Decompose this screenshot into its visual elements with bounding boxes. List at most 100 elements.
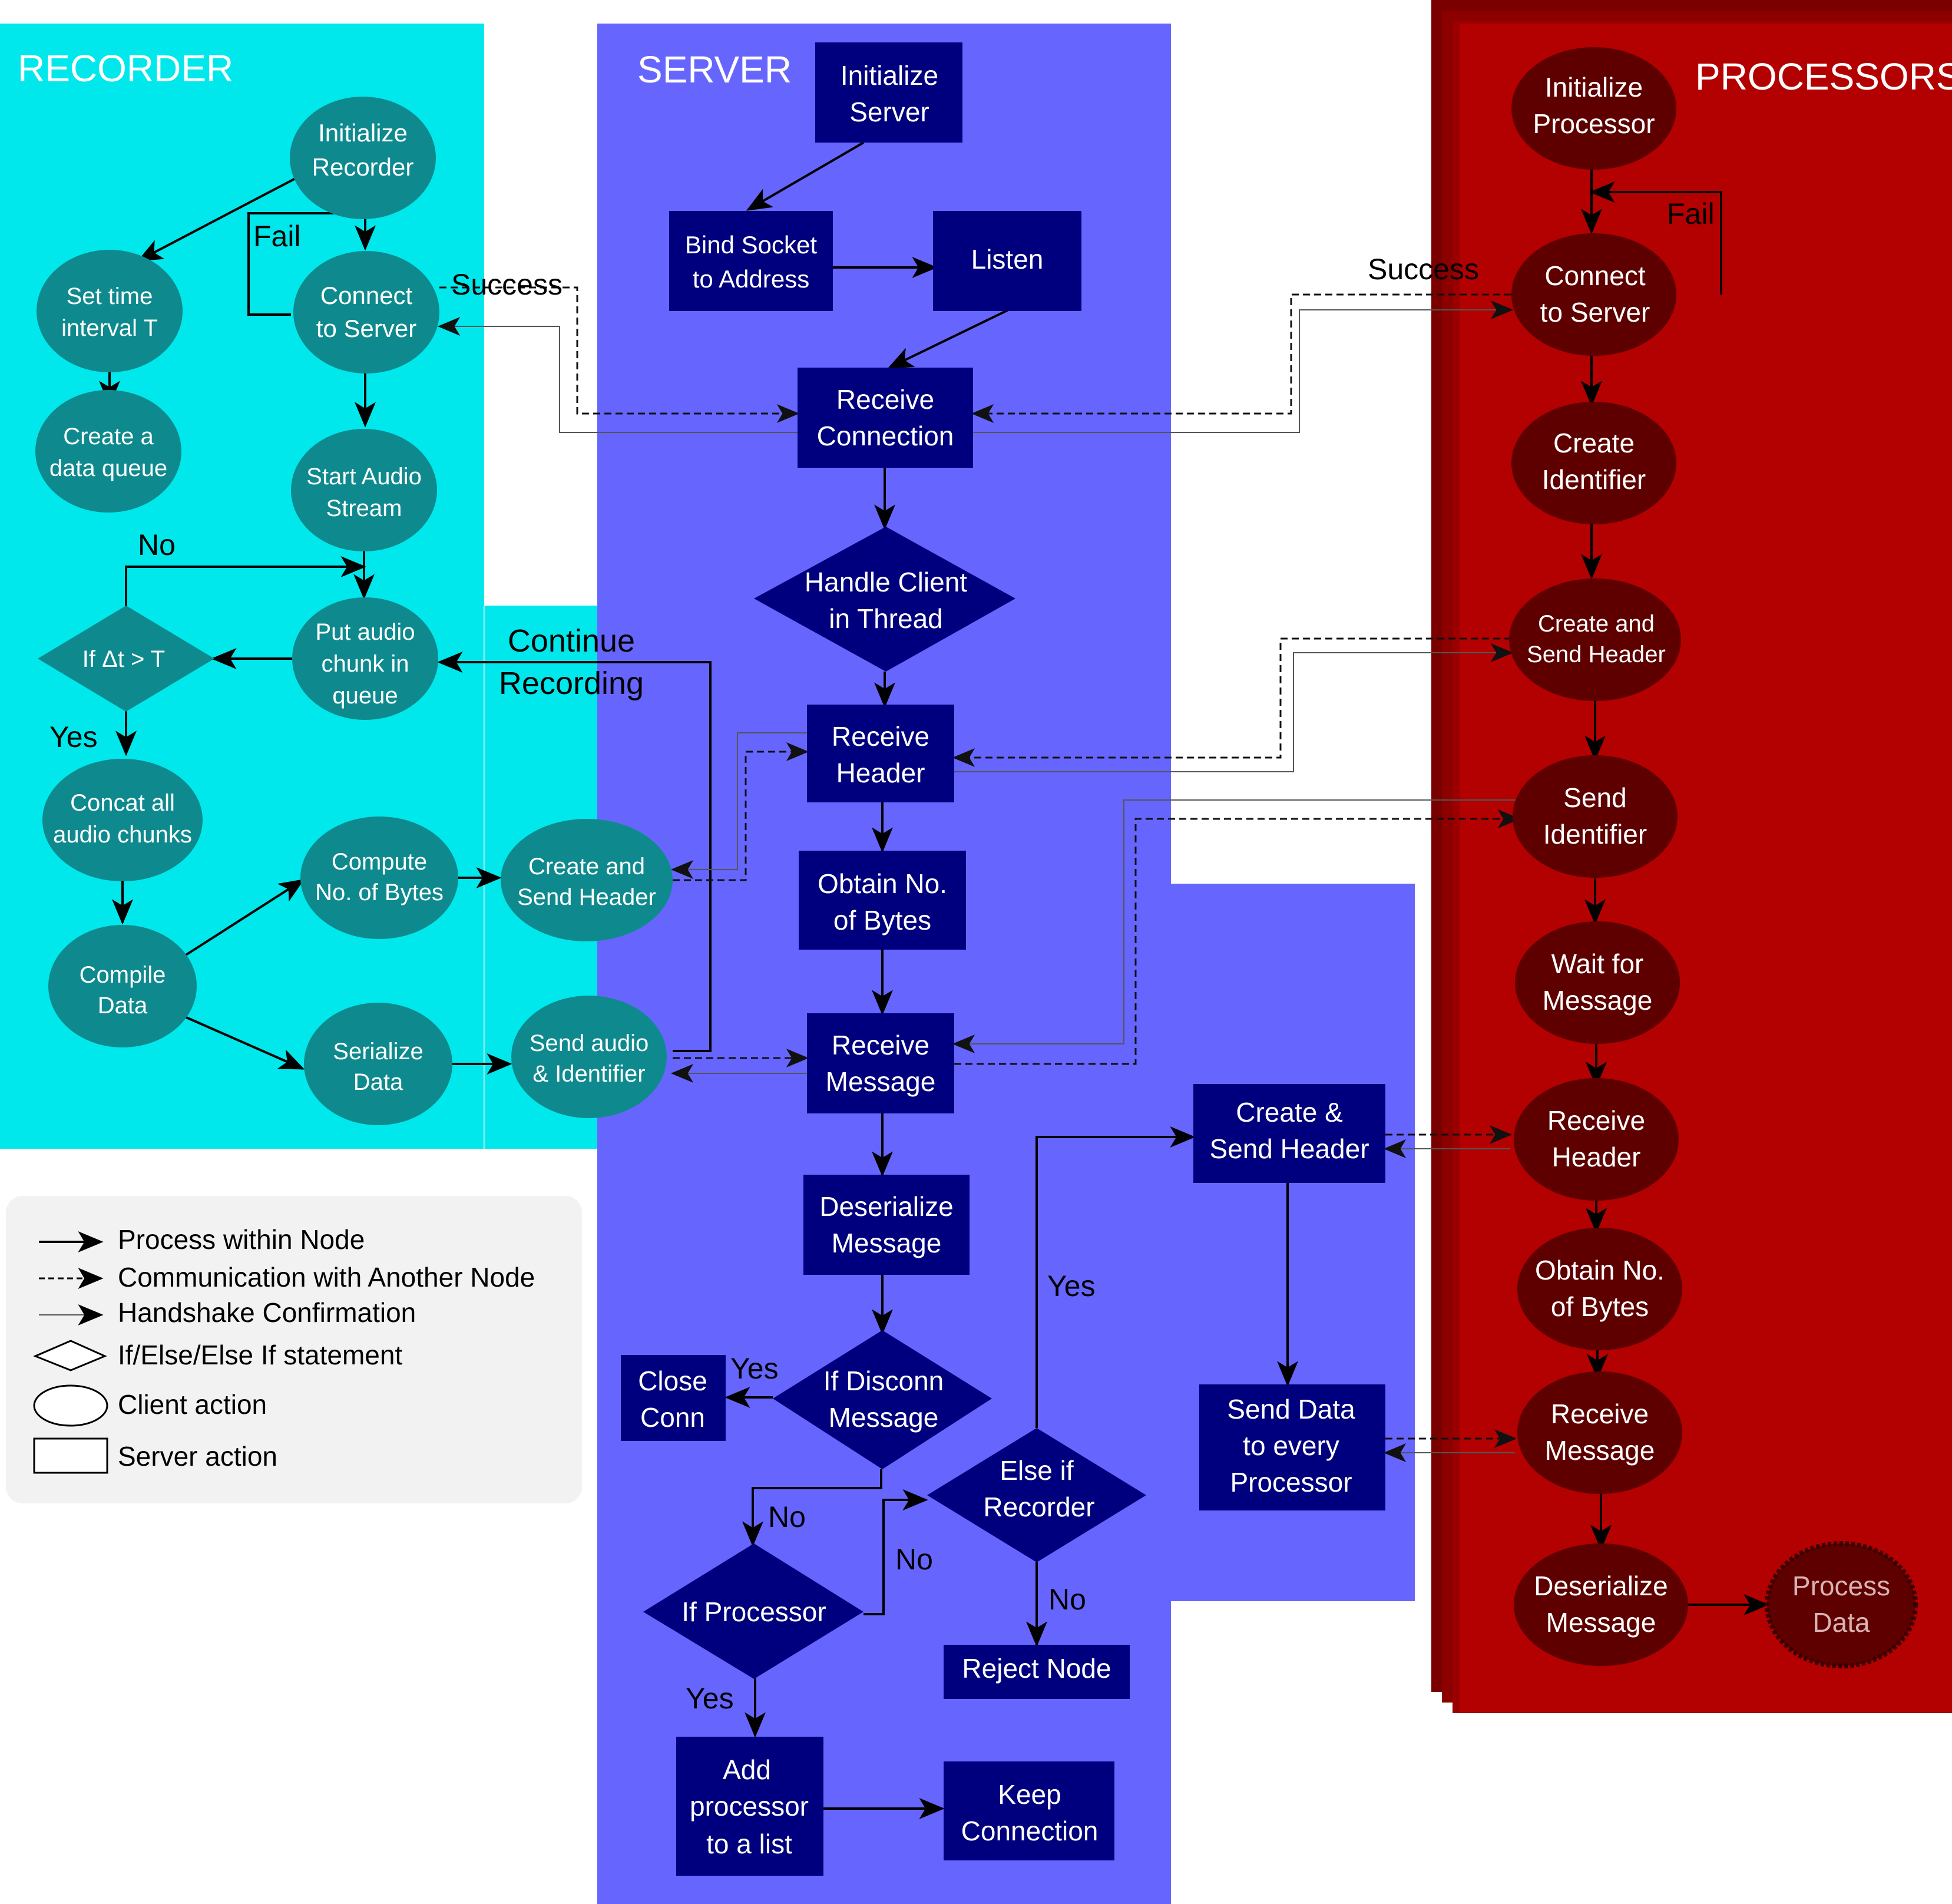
legend-server-label: Server action — [118, 1441, 277, 1472]
disconn-no-label: No — [768, 1500, 806, 1533]
legend-client-label: Client action — [118, 1389, 267, 1420]
svg-text:Reject Node: Reject Node — [962, 1653, 1111, 1684]
recorder-send-audio-node: Send audio& Identifier — [511, 996, 667, 1118]
recorder-title: RECORDER — [18, 47, 233, 90]
communication-arrows — [439, 286, 1521, 1448]
svg-text:Obtain No.of Bytes: Obtain No.of Bytes — [818, 868, 947, 936]
legend-ellipse-shape — [33, 1384, 108, 1427]
svg-text:If Processor: If Processor — [681, 1596, 826, 1627]
processor-obtain-bytes-node: Obtain No.of Bytes — [1517, 1228, 1682, 1350]
processor-fail-label: Fail — [1667, 197, 1715, 230]
processors-title: PROCESSORS — [1695, 55, 1952, 98]
recorder-yes-branch-label: Yes — [1047, 1270, 1096, 1303]
legend-box — [6, 1196, 582, 1503]
server-title: SERVER — [637, 48, 792, 91]
processor-success-label: Success — [1368, 253, 1479, 286]
recorder-yes-label: Yes — [49, 720, 98, 753]
svg-text:Obtain No.of Bytes: Obtain No.of Bytes — [1535, 1255, 1665, 1322]
server-obtain-bytes-node: Obtain No.of Bytes — [799, 851, 966, 950]
legend-communication-label: Communication with Another Node — [118, 1262, 535, 1293]
edge-labels: Fail Success No Yes Fail Success Yes No … — [49, 197, 1715, 1715]
recorder-if-delta-decision: If Δt > T — [38, 606, 214, 712]
processor-connectors — [1581, 168, 1769, 1615]
server-listen-node: Listen — [933, 211, 1081, 311]
server-if-processor-decision: If Processor — [643, 1543, 863, 1679]
legend-diamond-shape — [33, 1340, 107, 1371]
legend-rect-shape — [33, 1437, 108, 1474]
recorder-success-label: Success — [451, 268, 563, 301]
legend-process-label: Process within Node — [118, 1224, 365, 1255]
legend-if-else-label: If/Else/Else If statement — [118, 1340, 402, 1370]
legend-handshake-label: Handshake Confirmation — [118, 1297, 416, 1328]
recorder-fail-label: Fail — [253, 220, 301, 253]
processor-no-label: No — [895, 1543, 933, 1576]
handshake-arrows — [437, 300, 1518, 1462]
recorder-no-label: No — [138, 528, 176, 561]
legend: Process within Node Communication with A… — [6, 1196, 582, 1503]
svg-text:If Δt > T: If Δt > T — [82, 646, 165, 672]
svg-text:Listen: Listen — [971, 244, 1044, 275]
server-connectors — [724, 141, 1298, 1819]
svg-text:Create &Send Header: Create &Send Header — [1209, 1097, 1369, 1164]
svg-text:Send audio& Identifier: Send audio& Identifier — [530, 1030, 649, 1087]
continue-recording-arrow — [437, 652, 712, 1052]
server-reject-node: Reject Node — [944, 1645, 1130, 1699]
